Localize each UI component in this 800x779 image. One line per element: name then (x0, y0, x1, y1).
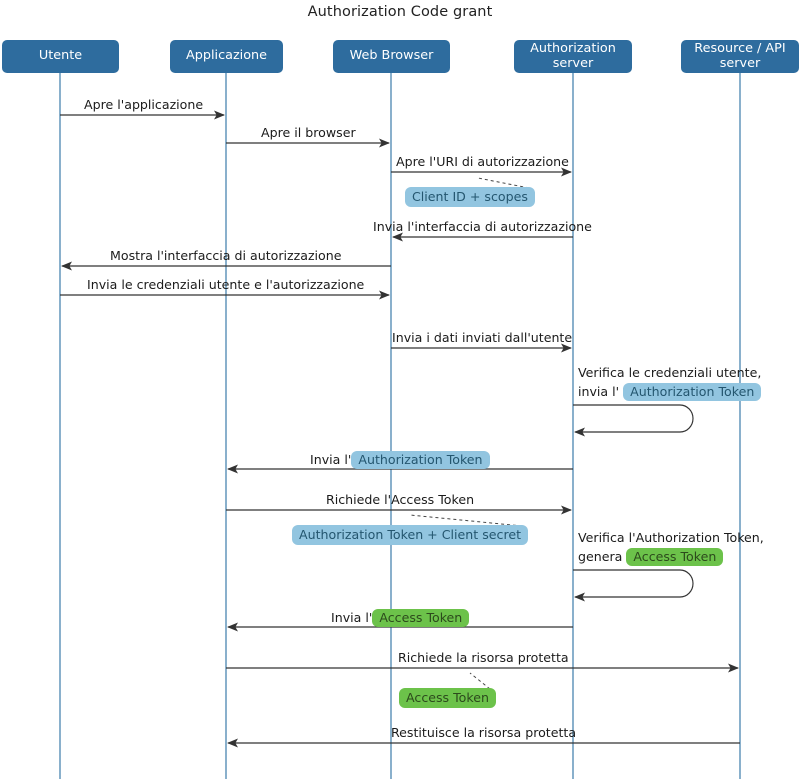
self-message-line2-prefix: genera (578, 549, 627, 564)
message-label-m11: Richiede la risorsa protetta (398, 650, 569, 665)
token-badge-m8: Authorization Token (351, 451, 490, 469)
message-text: Apre l'applicazione (84, 97, 204, 112)
message-label-m10: Invia l'Access Token (331, 609, 470, 627)
message-label-m3: Apre l'URI di autorizzazione (396, 154, 569, 169)
message-label-m5: Mostra l'interfaccia di autorizzazione (110, 248, 342, 263)
message-label-m2: Apre il browser (261, 125, 356, 140)
self-message-label-s1: Verifica le credenziali utente, invia l' … (578, 365, 761, 401)
message-text: Richiede l'Access Token (326, 492, 475, 507)
message-label-m6: Invia le credenziali utente e l'autorizz… (87, 277, 364, 292)
message-text: Invia l'interfaccia di autorizzazione (373, 219, 592, 234)
message-label-m8: Invia l'Authorization Token (310, 451, 490, 469)
message-text: Apre il browser (261, 125, 356, 140)
note-leader-n1 (477, 177, 530, 189)
note-n2: Authorization Token + Client secret (292, 525, 529, 545)
note-n3: Access Token (399, 688, 496, 708)
token-badge-m10: Access Token (372, 609, 470, 627)
message-label-m4: Invia l'interfaccia di autorizzazione (373, 219, 592, 234)
message-text: Invia l' (310, 452, 352, 467)
note-n1: Client ID + scopes (405, 187, 535, 207)
self-message-line2: invia l' Authorization Token (578, 383, 762, 401)
message-text: Invia l' (331, 610, 373, 625)
message-text: Restituisce la risorsa protetta (391, 725, 577, 740)
participant-box-apisrv[interactable] (681, 40, 799, 73)
participant-box-utente[interactable] (2, 40, 119, 73)
self-message-line2-prefix: invia l' (578, 384, 624, 399)
note-leader-n2 (409, 514, 523, 527)
message-text: Invia le credenziali utente e l'autorizz… (87, 277, 365, 292)
note-leader-n3 (469, 672, 491, 690)
participant-box-browser[interactable] (333, 40, 450, 73)
message-label-m7: Invia i dati inviati dall'utente (392, 330, 572, 345)
message-text: Invia i dati inviati dall'utente (392, 330, 573, 345)
message-text: Richiede la risorsa protetta (398, 650, 569, 665)
message-label-m1: Apre l'applicazione (84, 97, 203, 112)
page-title: Authorization Code grant (307, 4, 493, 20)
message-text: Apre l'URI di autorizzazione (396, 154, 569, 169)
message-label-m9: Richiede l'Access Token (326, 492, 474, 507)
message-label-m12: Restituisce la risorsa protetta (391, 725, 576, 740)
self-message-line1: Verifica le credenziali utente, (578, 365, 762, 380)
self-message-label-s2: Verifica l'Authorization Token, genera Ac… (578, 530, 764, 566)
self-message-line2: genera Access Token (578, 548, 764, 566)
token-badge-s2: Access Token (626, 548, 724, 566)
participant-box-authsrv[interactable] (514, 40, 632, 73)
self-message-loop-s2[interactable] (573, 569, 694, 602)
token-badge-s1: Authorization Token (623, 383, 762, 401)
message-text: Mostra l'interfaccia di autorizzazione (110, 248, 342, 263)
participant-box-app[interactable] (170, 40, 283, 73)
self-message-line1: Verifica l'Authorization Token, (578, 530, 764, 545)
self-message-loop-s1[interactable] (573, 404, 694, 437)
